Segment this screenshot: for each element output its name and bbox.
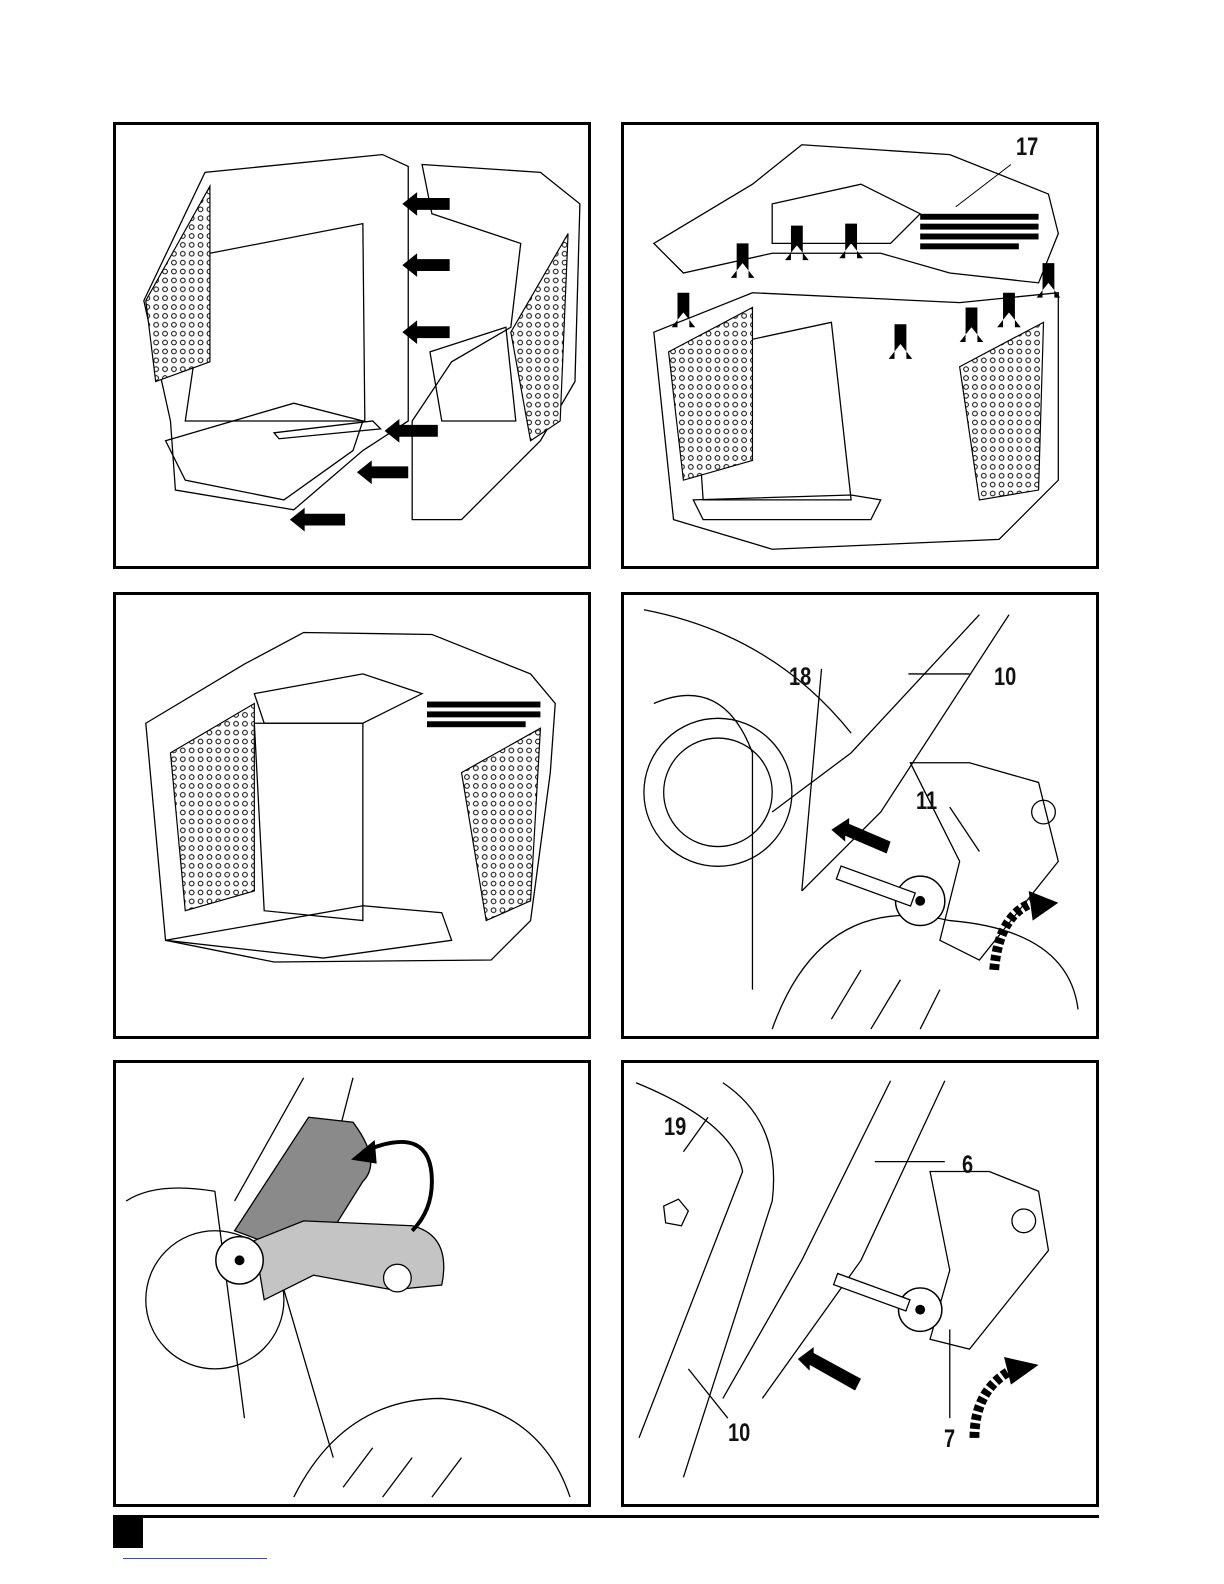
callout-label: 6 — [962, 1151, 973, 1180]
callout-label: 10 — [994, 663, 1016, 692]
figure-panel-2: 17 — [621, 122, 1099, 569]
push-arrow-icon — [798, 1347, 861, 1390]
figure-panel-1 — [113, 122, 591, 569]
callout-label: 17 — [1016, 133, 1038, 162]
push-arrow-icon — [290, 192, 450, 531]
grass-box-assembly-illustration — [116, 125, 588, 566]
rotate-arrow-icon — [351, 1140, 432, 1231]
callout-label: 18 — [789, 663, 811, 692]
lever-fold-illustration — [116, 1063, 588, 1504]
footer-rule — [113, 1515, 1099, 1518]
footer-link-underline[interactable] — [123, 1558, 267, 1559]
handle-fitting-illustration — [624, 595, 1096, 1036]
callout-label: 11 — [916, 787, 937, 816]
page-marker — [113, 1518, 143, 1548]
figure-panel-4: 18 10 11 — [621, 592, 1099, 1039]
callout-label: 10 — [728, 1419, 750, 1448]
push-arrow-icon — [831, 818, 890, 854]
grass-box-lid-illustration — [624, 125, 1096, 566]
callout-label: 7 — [944, 1425, 955, 1454]
figure-panel-5 — [113, 1060, 591, 1507]
assembled-grass-box-illustration — [116, 595, 588, 1036]
figure-panel-3 — [113, 592, 591, 1039]
handle-bolt-assembly-illustration — [624, 1063, 1096, 1504]
callout-label: 19 — [664, 1113, 686, 1142]
rotate-arrow-icon — [974, 1369, 1013, 1438]
figure-panel-6: 19 6 10 7 — [621, 1060, 1099, 1507]
